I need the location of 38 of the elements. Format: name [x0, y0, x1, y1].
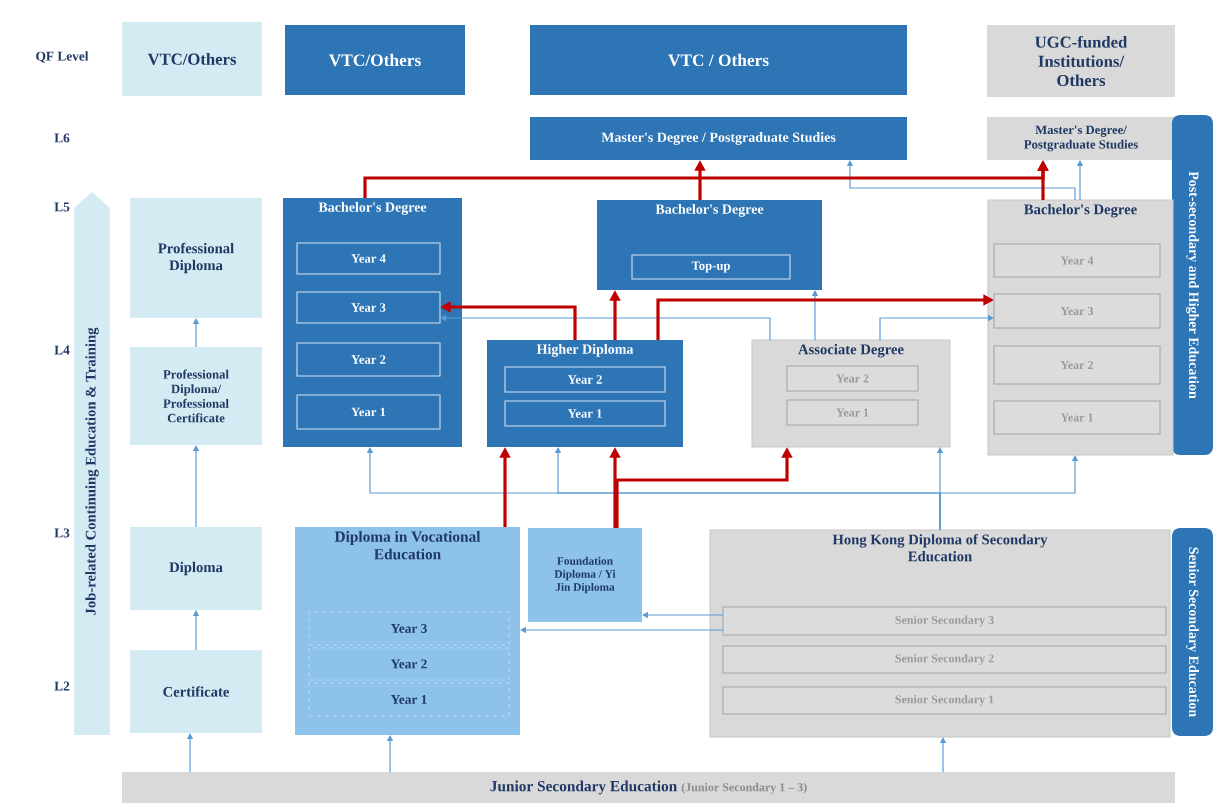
programme-box: Diploma: [130, 527, 262, 610]
year-box: Year 1: [786, 399, 919, 426]
side-band: Post-secondary and Higher Education: [1172, 115, 1213, 455]
programme-box: Master's Degree/ Postgraduate Studies: [987, 117, 1175, 160]
year-box: Senior Secondary 1: [722, 686, 1167, 715]
year-box: Year 4: [296, 242, 441, 275]
year-box: Year 1: [993, 400, 1161, 435]
year-box: Year 1: [308, 682, 510, 717]
year-box: Year 2: [308, 647, 510, 681]
year-box: Year 2: [993, 345, 1161, 385]
year-box: Year 2: [296, 342, 441, 377]
institution-box: VTC/Others: [285, 25, 465, 95]
year-box: Senior Secondary 2: [722, 645, 1167, 674]
year-box: Year 3: [993, 293, 1161, 329]
arrow-band: Job-related Continuing Education & Training: [74, 192, 110, 735]
arrow: [846, 160, 1076, 201]
year-box: Year 4: [993, 243, 1161, 278]
year-box: Year 3: [296, 291, 441, 324]
base-band: Junior Secondary Education (Junior Secondary 1 – 3): [122, 772, 1175, 803]
side-band: Senior Secondary Education: [1172, 528, 1213, 736]
arrow: [879, 314, 994, 341]
programme-box: Professional Diploma/ Professional Certificate: [130, 347, 262, 445]
institution-box: VTC/Others: [122, 22, 262, 96]
programme-box: Certificate: [130, 650, 262, 733]
programme-box: Professional Diploma: [130, 198, 262, 318]
level-label: L6: [54, 133, 70, 143]
institution-box: VTC / Others: [530, 25, 907, 95]
year-box: Year 2: [786, 365, 919, 392]
programme-box: Master's Degree / Postgraduate Studies: [530, 117, 907, 160]
year-box: Year 1: [504, 400, 666, 427]
institution-box: UGC-funded Institutions/ Others: [987, 25, 1175, 97]
year-box: Senior Secondary 3: [722, 606, 1167, 636]
year-box: Year 1: [296, 394, 441, 430]
year-box: Top-up: [631, 254, 791, 280]
year-box: Year 2: [504, 366, 666, 393]
programme-box: Foundation Diploma / Yi Jin Diploma: [528, 528, 642, 622]
level-label: QF Level: [36, 51, 89, 63]
year-box: Year 3: [308, 611, 510, 646]
